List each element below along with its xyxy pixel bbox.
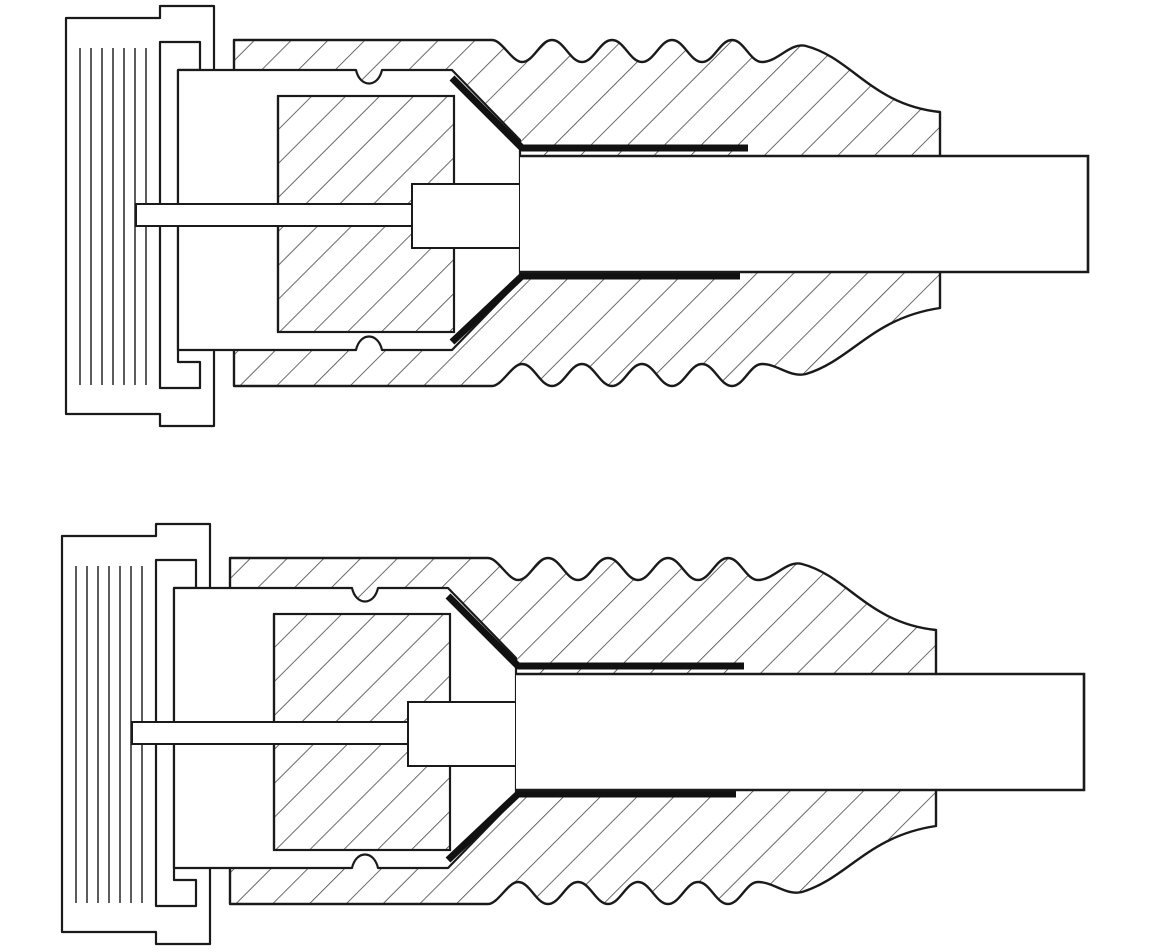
connector-view-lower: [62, 524, 1084, 944]
connector-view-upper: [66, 6, 1088, 426]
